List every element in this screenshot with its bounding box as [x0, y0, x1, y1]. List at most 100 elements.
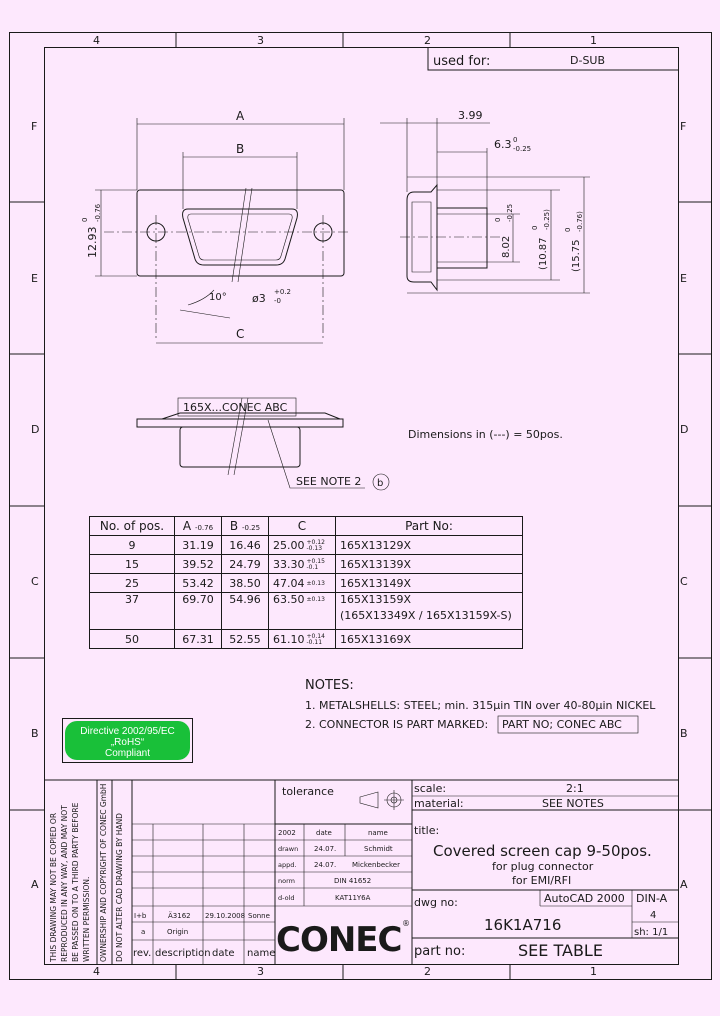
rev1-r: I+b: [134, 912, 147, 920]
material-label: material:: [414, 797, 464, 810]
copyright-5: OWNERSHIP AND COPYRIGHT OF CONEC GmbH: [99, 784, 108, 962]
appd-date: 24.07.: [314, 861, 336, 869]
row-label: E: [680, 272, 687, 285]
table-header-part: Part No:: [335, 516, 523, 536]
row-label: A: [680, 878, 688, 891]
row-c-tol-bot: -0.13: [306, 544, 323, 552]
used-for-value: D-SUB: [570, 54, 605, 67]
table-header-b-tol: -0.25: [241, 524, 261, 532]
dim-side-63-tol-top: 0: [513, 136, 517, 144]
row-label: E: [31, 272, 38, 285]
row-c-tol-bot: -0.11: [306, 638, 323, 646]
row-c-tol: +0.15-0.1: [306, 558, 325, 571]
col-label: 2: [424, 965, 431, 978]
col-label: 3: [257, 34, 264, 47]
rev2-r: a: [141, 928, 145, 936]
sheet-number: sh: 1/1: [634, 927, 668, 938]
row-c-tol: +0.12-0.13: [306, 539, 325, 552]
drawn-date: 24.07.: [314, 845, 336, 853]
dim-d3: (15.75: [571, 239, 582, 272]
dim-d1-tol-top: 0: [494, 218, 502, 222]
row-b: 24.79: [221, 554, 269, 574]
row-part-number: 165X13149X: [340, 576, 412, 590]
date-header: date: [212, 948, 235, 959]
dim-height-tol-top: 0: [81, 218, 89, 222]
row-part-number: 165X13159X: [340, 593, 412, 606]
rev-header: rev.: [133, 948, 151, 959]
row-c-tol-bot: -0.1: [306, 563, 319, 571]
front-view: A B C 12.93 0 -0.76 10° ø3 +0.2 -0: [81, 109, 350, 344]
copyright-6: DO NOT ALTER CAD DRAWING BY HAND: [115, 813, 124, 962]
part-value: SEE TABLE: [518, 941, 603, 960]
col-label: 4: [93, 965, 100, 978]
row-c-value: 63.50: [273, 593, 305, 606]
zone-labels: 4 3 2 1 4 3 2 1 F E D C B A F E D C B A: [31, 34, 688, 978]
norm-label: norm: [278, 877, 295, 885]
col-label: 1: [590, 34, 597, 47]
parts-table: No. of pos. A -0.76 B -0.25 C Part No: 9…: [89, 516, 523, 649]
row-part: 165X13129X: [335, 535, 523, 555]
name-h: name: [368, 829, 388, 837]
note-2: 2. CONNECTOR IS PART MARKED:: [305, 718, 488, 731]
dim-hole-tol-bot: -0: [274, 297, 281, 305]
table-header-pos: No. of pos.: [89, 516, 175, 536]
dim-d2-tol-top: 0: [531, 226, 539, 230]
year: 2002: [278, 829, 296, 837]
note-1: 1. METALSHELLS: STEEL; min. 315µin TIN o…: [305, 699, 656, 712]
dim-hole: ø3: [252, 292, 266, 305]
note-2-box: PART NO; CONEC ABC: [502, 718, 622, 731]
dim-angle: 10°: [209, 292, 227, 303]
conec-logo: CONEC: [276, 920, 402, 960]
row-c-value: 25.00: [273, 538, 305, 552]
copyright-4: WRITTEN PERMISSION.: [82, 877, 91, 962]
col-label: 4: [93, 34, 100, 47]
rohs-line-3: Compliant: [104, 748, 151, 759]
dim-d3-tol-bot: -0.76): [576, 211, 584, 232]
appd-name: Mickenbecker: [352, 861, 400, 869]
row-pos: 15: [89, 554, 175, 574]
dwg-number: 16K1A716: [484, 916, 561, 934]
table-header-b-text: B: [229, 519, 239, 533]
drawn-name: Schmidt: [364, 845, 393, 853]
row-b: 38.50: [221, 573, 269, 593]
dim-side-top: 3.99: [458, 109, 483, 122]
norm-value: DIN 41652: [334, 877, 371, 885]
col-label: 2: [424, 34, 431, 47]
row-part: 165X13149X: [335, 573, 523, 593]
row-a: 31.19: [174, 535, 222, 555]
side-view: 3.99 6.3 0 -0.25 8.02 0 -0.25 (10.87 0 -…: [380, 109, 590, 294]
row-c: 47.04±0.13: [268, 573, 336, 593]
dwg-label: dwg no:: [414, 896, 458, 909]
table-header-b: B -0.25: [221, 516, 269, 536]
dold-label: d-old: [278, 894, 295, 902]
row-label: A: [31, 878, 39, 891]
rohs-line-1: Directive 2002/95/EC: [80, 726, 175, 737]
appd-label: appd.: [278, 861, 296, 869]
marking-label: 165X...CONEC ABC: [183, 401, 288, 414]
row-c-tol: +0.14-0.11: [306, 633, 325, 646]
title-main: Covered screen cap 9-50pos.: [433, 842, 652, 860]
rev1-n: Sonne: [248, 912, 270, 920]
dim-d2: (10.87: [538, 237, 549, 270]
dim-side-63-tol-bot: -0.25: [513, 145, 531, 153]
row-pos: 9: [89, 535, 175, 555]
row-c: 33.30+0.15-0.1: [268, 554, 336, 574]
dim-c-label: C: [236, 327, 244, 341]
dim-d1: 8.02: [501, 236, 512, 258]
row-label: B: [680, 727, 688, 740]
cad-label: AutoCAD 2000: [544, 892, 625, 905]
name-header: name: [247, 948, 275, 959]
row-a: 39.52: [174, 554, 222, 574]
table-header-row: No. of pos. A -0.76 B -0.25 C Part No:: [89, 516, 523, 536]
zone-ticks: [9, 32, 711, 979]
row-label: D: [680, 423, 688, 436]
date-h: date: [316, 829, 332, 837]
rev1-d: Ä3162: [168, 911, 191, 920]
row-label: B: [31, 727, 39, 740]
